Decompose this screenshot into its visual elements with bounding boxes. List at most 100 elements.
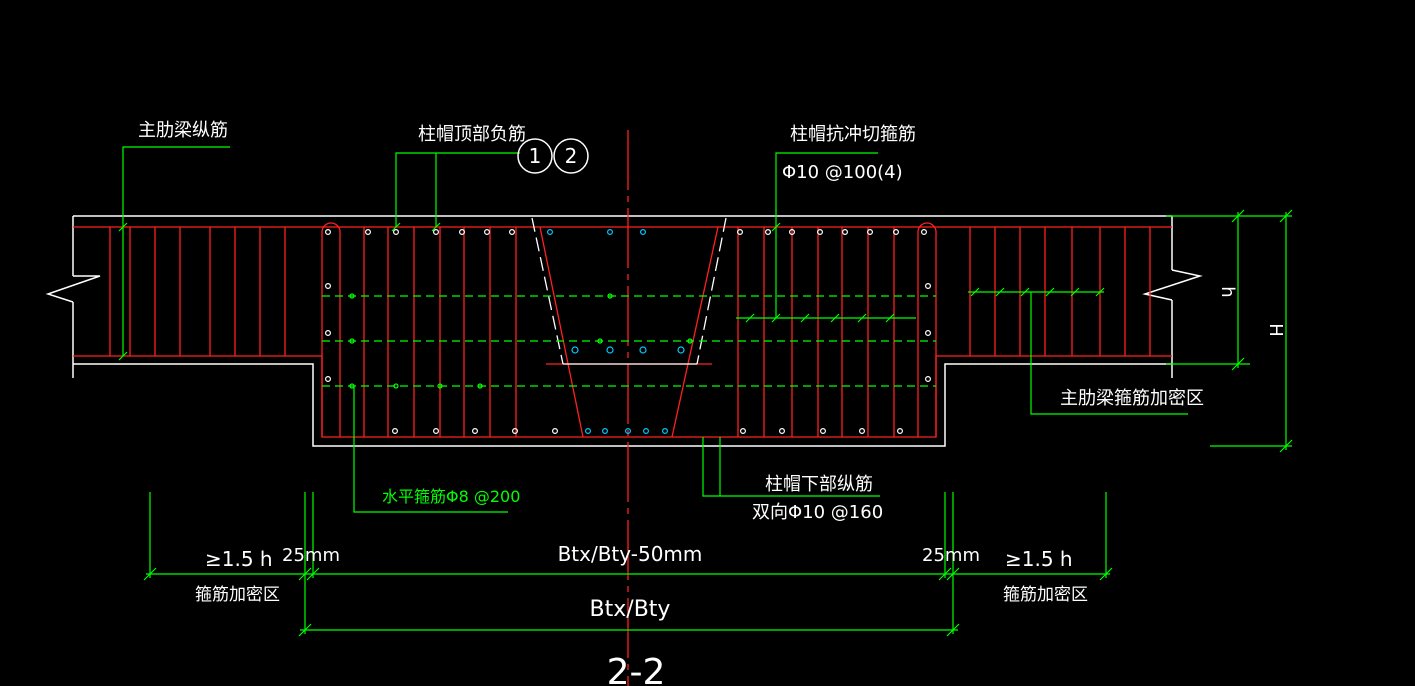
label-dim-right-15h: ≥1.5 h <box>1005 547 1073 571</box>
rebar-dot <box>571 346 579 354</box>
label-cap-punching-stirrup: 柱帽抗冲切箍筋 <box>790 124 916 145</box>
leader-tick <box>431 222 441 232</box>
rebar-dot <box>459 229 466 236</box>
label-dim-H: H <box>1265 323 1286 337</box>
leader-tick <box>1045 287 1055 297</box>
leader-tick <box>1095 287 1105 297</box>
rebar-dot <box>606 229 613 236</box>
rebar-dot <box>365 229 372 236</box>
leader-tick <box>771 313 781 323</box>
rebar-dot <box>896 428 903 435</box>
horizontal-stirrups <box>322 295 936 387</box>
rebar-dot <box>788 229 795 236</box>
rebar-dot <box>677 346 685 354</box>
label-dim-h: h <box>1217 286 1238 297</box>
leader-tick <box>995 287 1005 297</box>
rebar-dots <box>325 229 931 435</box>
rebar-dot <box>325 376 332 383</box>
punching-cone-lines <box>531 217 727 365</box>
rebar-dot <box>349 293 355 299</box>
rebar-dot <box>433 428 440 435</box>
concrete-outline <box>72 215 1173 447</box>
label-main-beam-longitudinal: 主肋梁纵筋 <box>138 120 228 141</box>
circle-marker-2 <box>553 138 589 174</box>
bottom-dimensions <box>143 492 1113 637</box>
section-title: 2-2 <box>607 652 666 686</box>
rebar-dot <box>484 229 491 236</box>
rebar-dot <box>325 229 332 236</box>
rebar-dot <box>393 383 399 389</box>
break-lines <box>45 269 1203 303</box>
label-dim-left-dense: 箍筋加密区 <box>195 585 280 605</box>
leader-tick <box>830 313 840 323</box>
rebar-dot <box>477 383 483 389</box>
rebar-dot <box>639 346 647 354</box>
leader-tick <box>1020 287 1030 297</box>
leader-tick <box>771 222 781 232</box>
rebar-dot <box>433 229 440 236</box>
rebar-dot <box>607 293 613 299</box>
label-cap-bottom-long: 柱帽下部纵筋 <box>765 474 873 495</box>
rebar-dot <box>639 229 646 236</box>
label-dim-total: Btx/Bty <box>590 597 671 622</box>
leader-tick <box>970 287 980 297</box>
label-dim-right-25: 25mm <box>922 545 980 566</box>
label-horizontal-stirrup: 水平箍筋Φ8 @200 <box>382 487 520 506</box>
leader-tick <box>857 313 867 323</box>
leader-tick <box>1070 287 1080 297</box>
rebar-dot <box>601 428 608 435</box>
rebar-dot <box>509 229 516 236</box>
rebar-dot <box>924 376 931 383</box>
rebar-dot <box>551 428 558 435</box>
rebar-dot <box>393 229 400 236</box>
label-dim-right-dense: 箍筋加密区 <box>1003 585 1088 605</box>
rebar-dot <box>349 338 355 344</box>
rebar-dot <box>736 229 743 236</box>
rebar-dot <box>819 428 826 435</box>
rebar-dot <box>624 428 631 435</box>
rebar-dot <box>816 229 823 236</box>
vertical-dimensions <box>1166 209 1293 453</box>
leader-tick <box>745 313 755 323</box>
rebar-dot <box>472 428 479 435</box>
rebar-dot <box>866 229 873 236</box>
circle-label-1: 1 <box>529 144 542 168</box>
rebar-dot <box>392 428 399 435</box>
rebar-dot <box>606 346 614 354</box>
rebar-dot <box>920 229 927 236</box>
rebar-dot <box>841 229 848 236</box>
label-dense-zone-main-beam: 主肋梁箍筋加密区 <box>1060 388 1204 409</box>
rebar-dot <box>325 283 332 290</box>
rebar-dot <box>778 428 785 435</box>
label-dim-mid: Btx/Bty-50mm <box>558 542 703 566</box>
rebar-dot <box>642 428 649 435</box>
label-dim-left-25: 25mm <box>282 545 340 566</box>
leader-tick <box>391 222 401 232</box>
label-cap-bottom-spec: 双向Φ10 @160 <box>752 502 883 523</box>
label-dim-left-15h: ≥1.5 h <box>205 547 273 571</box>
rebar-dot <box>546 229 553 236</box>
rebar-dot <box>924 330 931 337</box>
rebar-dot <box>437 383 443 389</box>
rebar-dot <box>511 428 518 435</box>
label-cap-punching-spec: Φ10 @100(4) <box>782 162 903 183</box>
rebar-dot <box>687 338 693 344</box>
rebar-dot <box>661 428 668 435</box>
leader-tick <box>118 222 128 232</box>
circle-marker-1 <box>517 138 553 174</box>
rebar-dot <box>892 229 899 236</box>
stirrup-ticks <box>118 222 1105 361</box>
leader-tick <box>800 313 810 323</box>
leader-tick <box>885 313 895 323</box>
circle-label-2: 2 <box>565 144 578 168</box>
rebar-dot <box>584 428 591 435</box>
leader-tick <box>118 351 128 361</box>
label-cap-top-negative: 柱帽顶部负筋 <box>418 124 526 145</box>
leader-lines <box>122 146 1188 513</box>
rebar-dot <box>924 283 931 290</box>
rebar-dot <box>739 428 746 435</box>
rebar-dot <box>325 330 332 337</box>
rebar-dot <box>858 428 865 435</box>
rebar-dot <box>597 338 603 344</box>
